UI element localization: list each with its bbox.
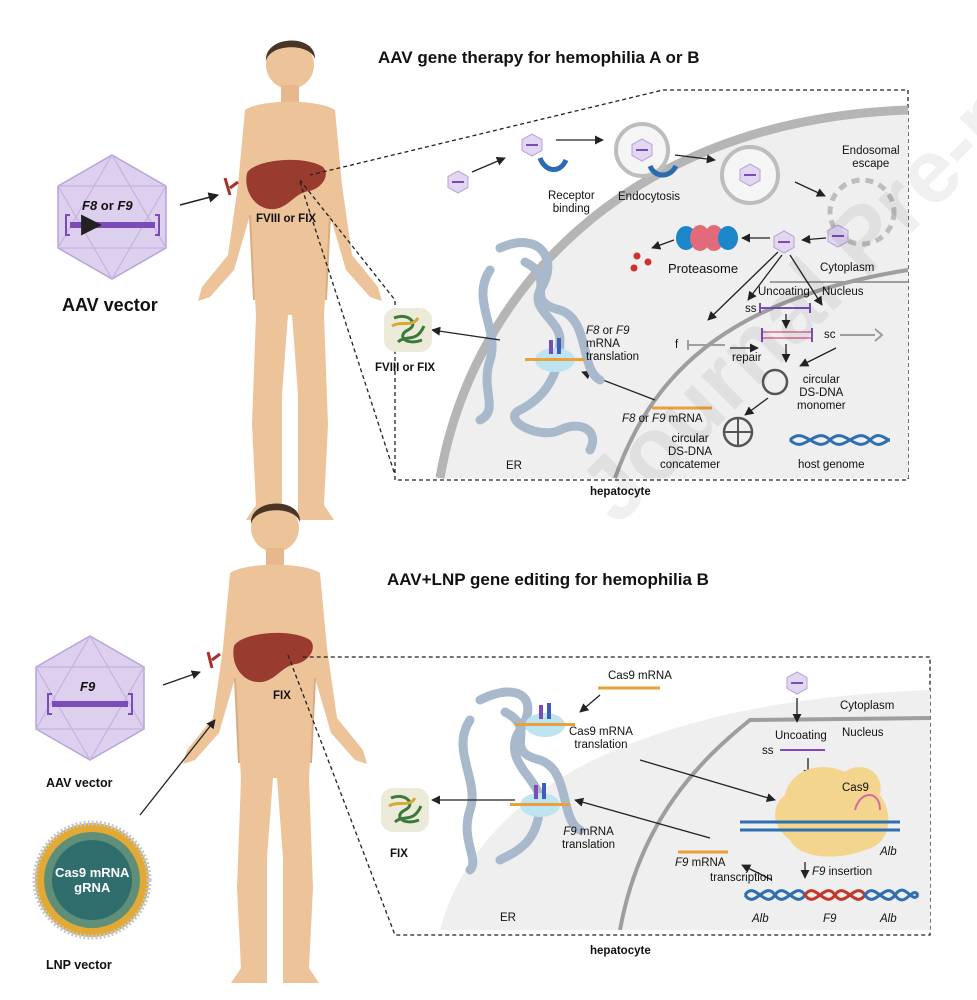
panel2-zoom-frame — [287, 654, 931, 936]
panel2-lnp-label: LNP vector — [46, 958, 112, 972]
panel1-protein-label: FVIII or FIX — [375, 362, 436, 374]
panel1-vector-genes: F8 or F9 — [82, 198, 133, 213]
panel1-nuclear-membrane — [613, 268, 909, 479]
panel1-repair-label: repair — [732, 352, 762, 364]
panel2-alb-right-label: Alb — [880, 913, 897, 925]
panel2-nucleus-label: Nucleus — [842, 727, 884, 739]
panel1-aav-capsid — [57, 154, 167, 280]
panel2-er-label: ER — [500, 912, 516, 924]
panel2-insertion-label: F9 insertion — [812, 866, 873, 878]
panel2-vector-gene: F9 — [80, 679, 96, 694]
panel2-liver-product: FIX — [273, 690, 291, 702]
panel1-circular-monomer-label: circular DS-DNA monomer — [797, 374, 846, 413]
panel1-cell-membrane — [435, 105, 909, 479]
panel2-transcription-label: transcription — [710, 872, 773, 884]
panel2-cas9-complex — [775, 766, 889, 857]
panel1-cytoplasm-label: Cytoplasm — [820, 262, 875, 274]
panel1-circular-monomer — [761, 368, 789, 396]
panel2-cut-dna — [740, 820, 900, 832]
panel2-aav-capsid — [35, 635, 145, 761]
panel1-uncoating-label: Uncoating — [758, 286, 810, 298]
panel2-f9-gene-label: F9 — [823, 913, 837, 925]
panel1-receptor-binding-label: Receptor binding — [548, 190, 595, 216]
panel1-person — [197, 39, 383, 521]
panel1-proteasome-label: Proteasome — [668, 261, 739, 276]
panel1-host-genome-label: host genome — [798, 459, 865, 471]
panel2-cas9-translation-label: Cas9 mRNA translation — [569, 726, 633, 752]
panel1-endosomal-escape-label: Endosomal escape — [842, 145, 900, 171]
panel1-receptor — [537, 156, 569, 172]
panel1-escaping-endosome — [827, 177, 897, 247]
panel1-injection-arrow — [179, 192, 220, 206]
panel1-er — [475, 238, 605, 455]
panel1-circular-concatemer-label: circular DS-DNA concatemer — [660, 433, 721, 472]
panel1-sc-label: sc — [824, 329, 836, 341]
panel1-liver-product: FVIII or FIX — [256, 213, 317, 225]
panel2-edited-genome — [743, 888, 920, 902]
panel1-protein-icon — [382, 306, 434, 354]
panel2-alb-top-label: Alb — [880, 846, 897, 858]
panel2-cas9-label: Cas9 — [842, 782, 869, 794]
panel1-endocytosis-label: Endocytosis — [618, 191, 681, 203]
panel1-hepatocyte-cytoplasm — [440, 110, 908, 478]
panel1-f-label: f — [675, 339, 679, 351]
panel1-ss-label: ss — [745, 303, 757, 315]
panel1-er-label: ER — [506, 460, 522, 472]
panel2-protein-icon — [379, 786, 431, 834]
panel2-cytoplasm-label: Cytoplasm — [840, 700, 895, 712]
panel1-vector-label: AAV vector — [62, 295, 158, 315]
panel2-title: AAV+LNP gene editing for hemophilia B — [387, 570, 709, 589]
panel2-ss-label: ss — [762, 745, 774, 757]
panel1-proteasome — [676, 225, 738, 251]
panel1-title: AAV gene therapy for hemophilia A or B — [378, 48, 700, 67]
panel2-alb-left-label: Alb — [752, 913, 769, 925]
panel2-protein-label: FIX — [390, 848, 408, 860]
panel2-er — [458, 687, 585, 875]
panel2-uncoating-label: Uncoating — [775, 730, 827, 742]
panel2-person — [182, 502, 368, 984]
panel1-injection-vein — [223, 177, 239, 196]
panel2-f9-mrna-label: F9 mRNA — [675, 857, 726, 869]
panel1-nucleus-label: Nucleus — [822, 286, 864, 298]
panel1-mrna-label: F8 or F9 mRNA — [622, 413, 703, 425]
panel1-hepatocyte-label: hepatocyte — [590, 486, 651, 498]
panel2-f9-translation-label: F9 mRNA translation — [562, 826, 616, 852]
panel2-hepatocyte-label: hepatocyte — [590, 945, 651, 957]
panel2-lnp-content: Cas9 mRNA gRNA — [55, 865, 130, 895]
panel2-aav-label: AAV vector — [46, 776, 113, 790]
panel2-lnp — [32, 820, 152, 940]
panel2-cas9-mrna-label: Cas9 mRNA — [608, 670, 672, 682]
